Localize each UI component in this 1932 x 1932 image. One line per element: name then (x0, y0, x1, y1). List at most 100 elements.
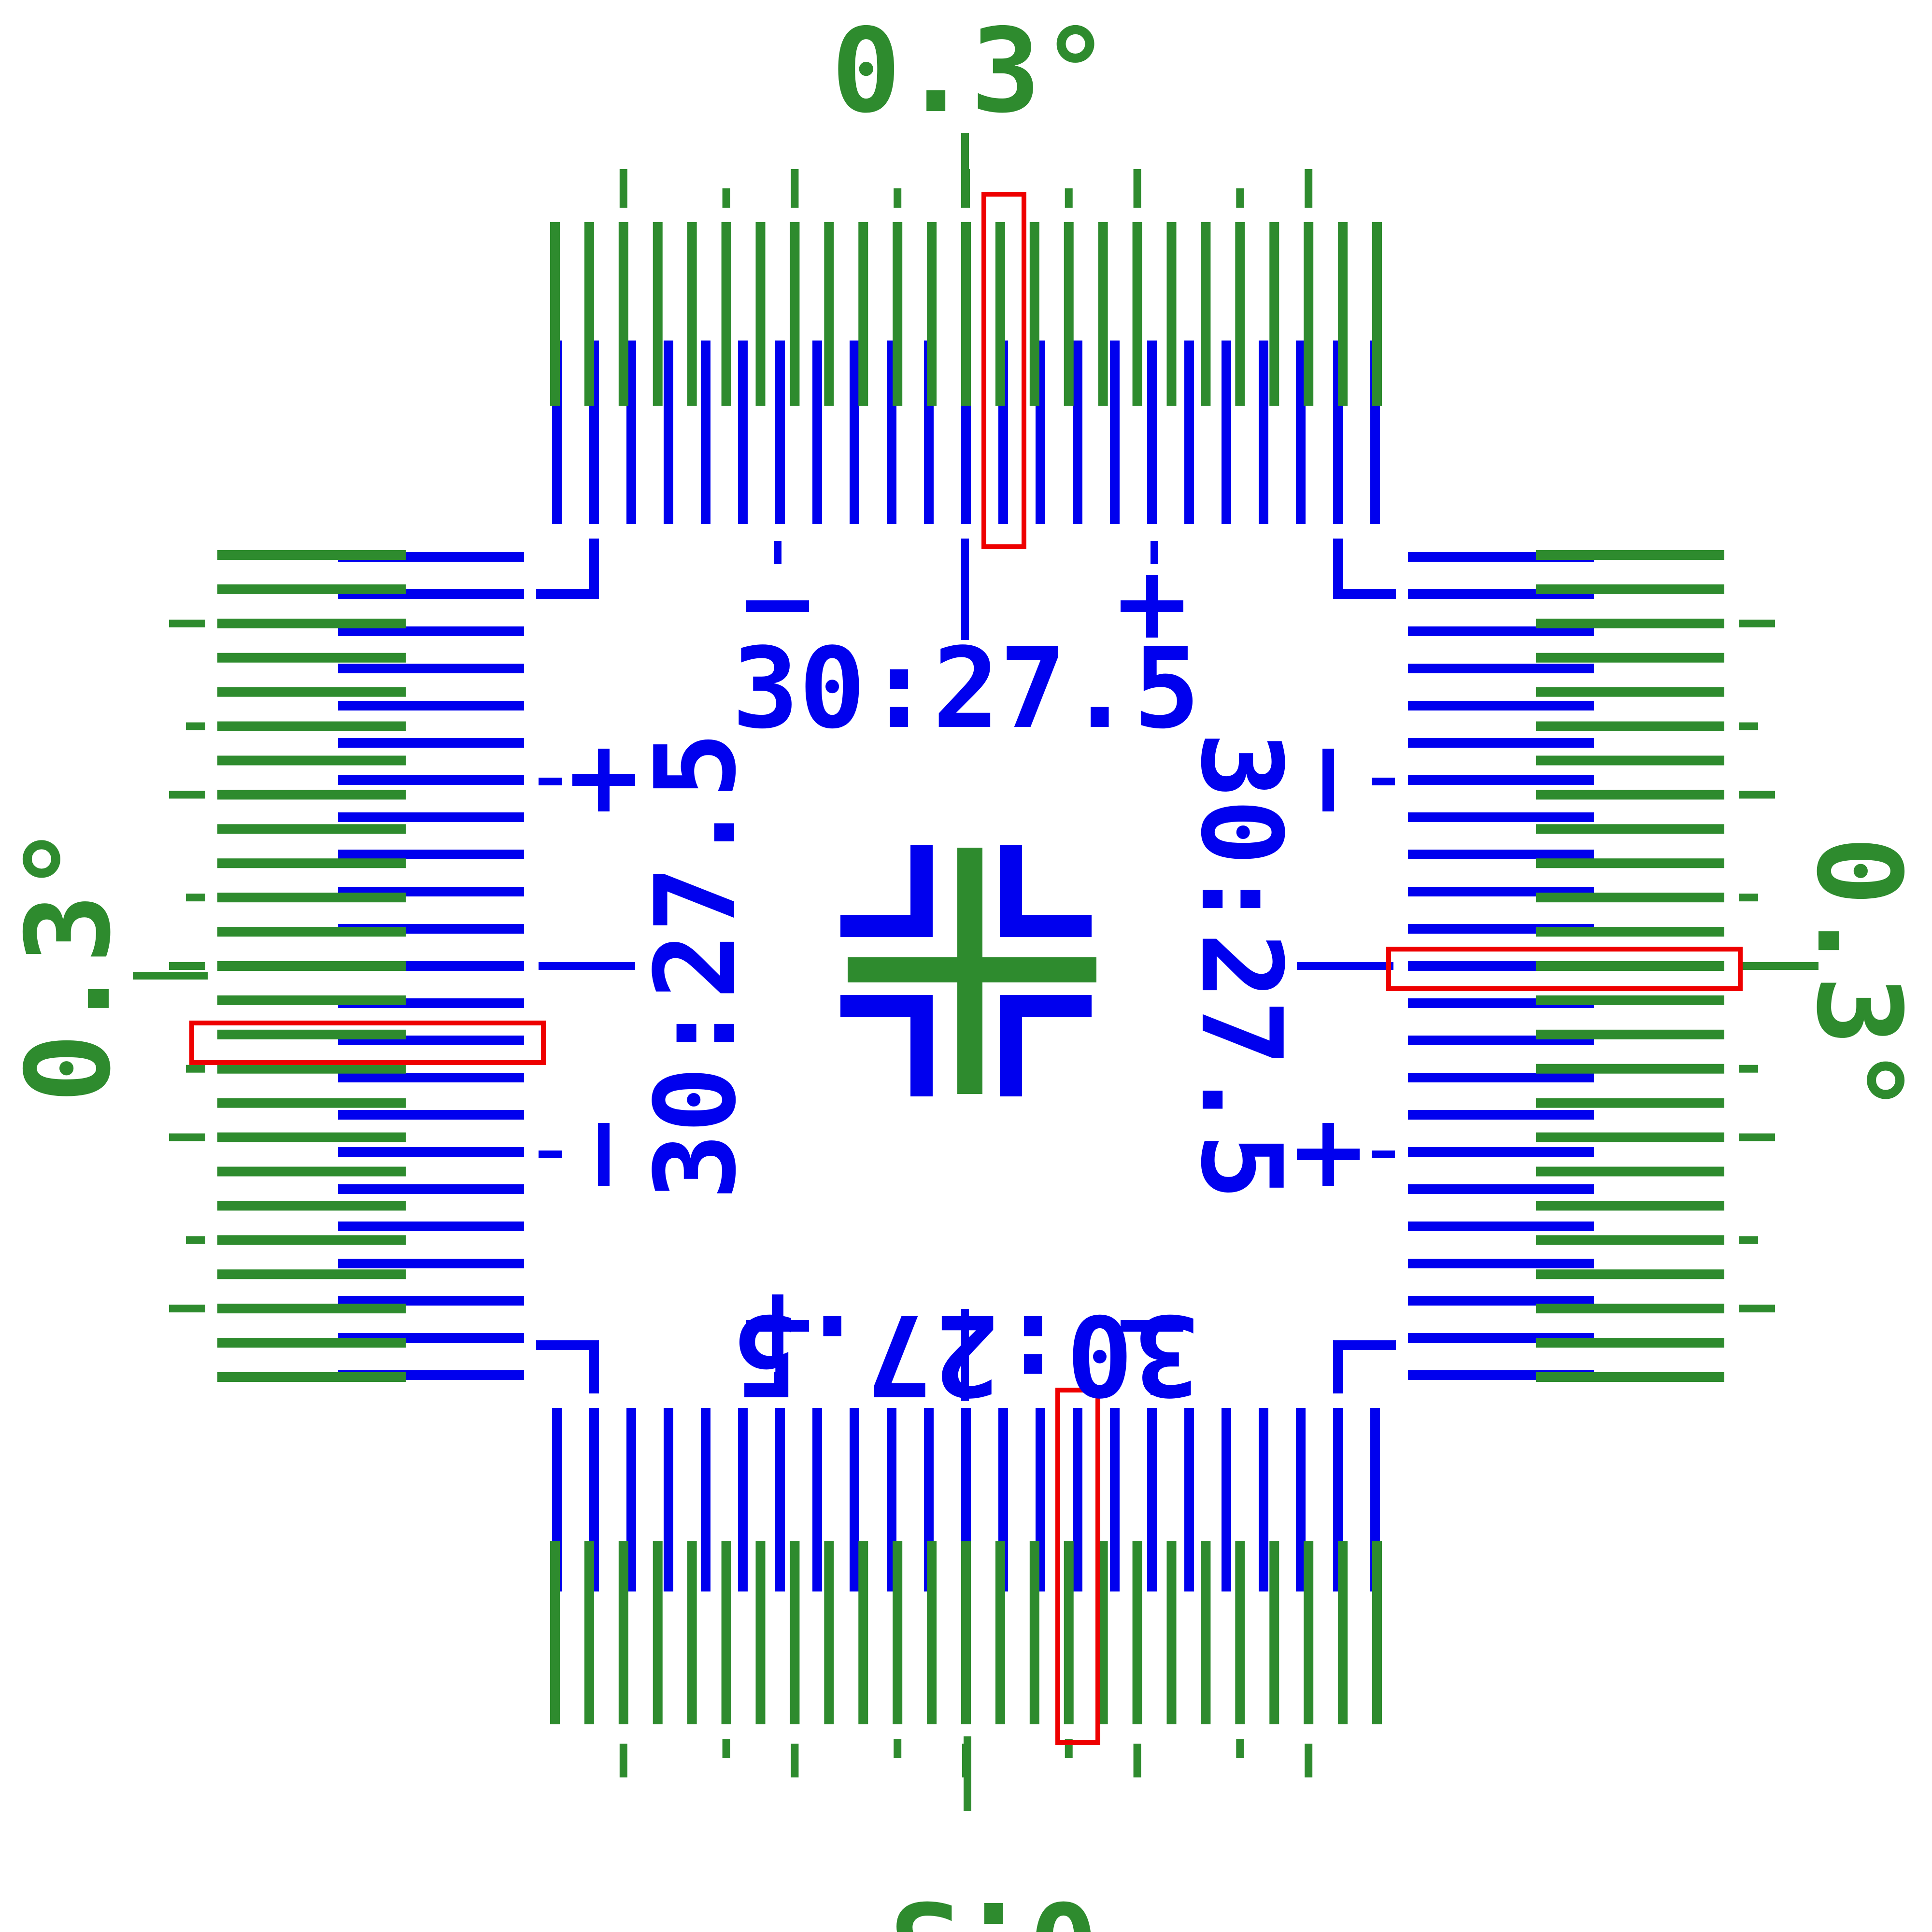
bottom-scale-b-tick (1338, 1541, 1348, 1724)
right-scale-b-tick (1536, 1201, 1724, 1211)
angle-label-right: 0.3° (1791, 836, 1926, 1115)
right-scale-b-minor (1739, 722, 1758, 730)
top-scale-b-tick (995, 222, 1005, 406)
right-scale-a-tick (1408, 701, 1594, 710)
crosshair-part-a (1000, 915, 1092, 937)
bottom-quarter-mark-a (1151, 1372, 1158, 1395)
top-scale-b-tick (1338, 222, 1348, 406)
left-scale-b-tick (217, 618, 406, 628)
bottom-scale-b-minor (1236, 1739, 1244, 1758)
right-scale-a-tick (1408, 664, 1594, 673)
plus-sign-left (598, 749, 610, 811)
right-scale-a-tick (1408, 812, 1594, 822)
bottom-scale-a-tick (701, 1408, 710, 1591)
bottom-scale-b-tick (618, 1541, 628, 1724)
bottom-vernier-scale (550, 1309, 1382, 1811)
bottom-scale-b-tick (687, 1541, 697, 1724)
minus-sign-left (598, 1123, 610, 1186)
left-scale-b-tick (217, 1372, 406, 1382)
left-scale-b-tick (217, 1304, 406, 1314)
minus-sign-top (746, 600, 809, 612)
top-scale-b-tick (687, 222, 697, 406)
top-scale-a-tick (775, 341, 785, 524)
right-scale-b-tick (1536, 618, 1724, 628)
right-scale-b-tick (1536, 721, 1724, 731)
plus-sign-bottom (772, 1294, 783, 1357)
top-scale-b-major (619, 169, 627, 208)
top-scale-a-tick (812, 341, 822, 524)
top-scale-a-tick (1110, 341, 1120, 524)
top-scale-b-minor (894, 188, 902, 208)
corner-brackets (536, 539, 1396, 1393)
bottom-quarter-mark-a (774, 1372, 781, 1395)
bottom-scale-b-minor (894, 1739, 902, 1758)
right-center-mark-a (1297, 962, 1393, 970)
bottom-center-mark-b (964, 1736, 971, 1811)
right-scale-b-tick (1536, 1269, 1724, 1279)
angle-label-left: 0.3° (1, 824, 136, 1103)
right-scale-a-tick (1408, 738, 1594, 748)
ratio-label-bottom: 30:27.5 (732, 1290, 1200, 1419)
right-scale-b-tick (1536, 824, 1724, 834)
bottom-scale-b-tick (1064, 1541, 1074, 1724)
left-scale-a-tick (338, 626, 524, 636)
direction-signs (572, 575, 1360, 1357)
right-scale-b-tick (1536, 1372, 1724, 1382)
right-scale-b-tick (1536, 1338, 1724, 1348)
top-vernier-scale (550, 133, 1382, 640)
crosshair-part-b (848, 957, 1096, 982)
left-scale-b-tick (217, 755, 406, 766)
right-scale-a-tick (1408, 626, 1594, 636)
left-scale-b-minor (186, 722, 205, 730)
crosshair-part-a (840, 915, 932, 937)
top-center-mark-b (961, 133, 969, 208)
top-scale-b-tick (1201, 222, 1211, 406)
top-scale-b-major (1133, 169, 1141, 208)
top-scale-b-tick (1029, 222, 1039, 406)
top-scale-b-tick (1098, 222, 1108, 406)
right-scale-b-tick (1536, 755, 1724, 766)
bottom-scale-a-tick (1073, 1408, 1082, 1591)
plus-sign-right (1322, 1123, 1334, 1186)
left-center-mark-b (133, 972, 208, 980)
corner-bracket (589, 1340, 599, 1393)
bottom-scale-b-major (791, 1744, 799, 1777)
top-scale-a-tick (1259, 341, 1268, 524)
top-scale-a-tick (1147, 341, 1157, 524)
top-scale-b-tick (961, 222, 971, 406)
left-scale-b-major (169, 619, 205, 627)
left-scale-b-tick (217, 550, 406, 560)
coincidence-highlights (189, 192, 1743, 1745)
highlight-box-bottom (1055, 1388, 1100, 1745)
bottom-scale-b-tick (1029, 1541, 1039, 1724)
left-scale-b-tick (217, 961, 406, 971)
right-scale-b-tick (1536, 927, 1724, 937)
top-scale-b-tick (1064, 222, 1074, 406)
left-scale-b-tick (217, 1201, 406, 1211)
bottom-scale-a-tick (850, 1408, 859, 1591)
top-scale-a-tick (701, 341, 710, 524)
bottom-scale-b-tick (893, 1541, 903, 1724)
left-scale-b-tick (217, 1132, 406, 1142)
left-scale-a-tick (338, 812, 524, 822)
left-scale-b-tick (217, 824, 406, 834)
left-scale-b-tick (217, 721, 406, 731)
right-scale-b-major (1739, 791, 1775, 799)
top-scale-b-tick (550, 222, 560, 406)
bottom-scale-b-tick (1304, 1541, 1314, 1724)
bottom-scale-a-tick (738, 1408, 748, 1591)
right-scale-b-tick (1536, 687, 1724, 697)
top-scale-b-tick (721, 222, 731, 406)
bottom-scale-b-tick (858, 1541, 868, 1724)
bottom-scale-b-tick (755, 1541, 766, 1724)
corner-bracket (536, 1340, 599, 1350)
top-scale-a-tick (850, 341, 859, 524)
right-scale-a-tick (1408, 1110, 1594, 1120)
left-scale-b-tick (217, 687, 406, 697)
highlight-box-left (189, 1021, 546, 1065)
top-scale-b-tick (927, 222, 937, 406)
top-scale-b-tick (858, 222, 868, 406)
bottom-scale-a-tick (1222, 1408, 1231, 1591)
bottom-scale-b-tick (995, 1541, 1005, 1724)
top-scale-b-tick (1166, 222, 1177, 406)
